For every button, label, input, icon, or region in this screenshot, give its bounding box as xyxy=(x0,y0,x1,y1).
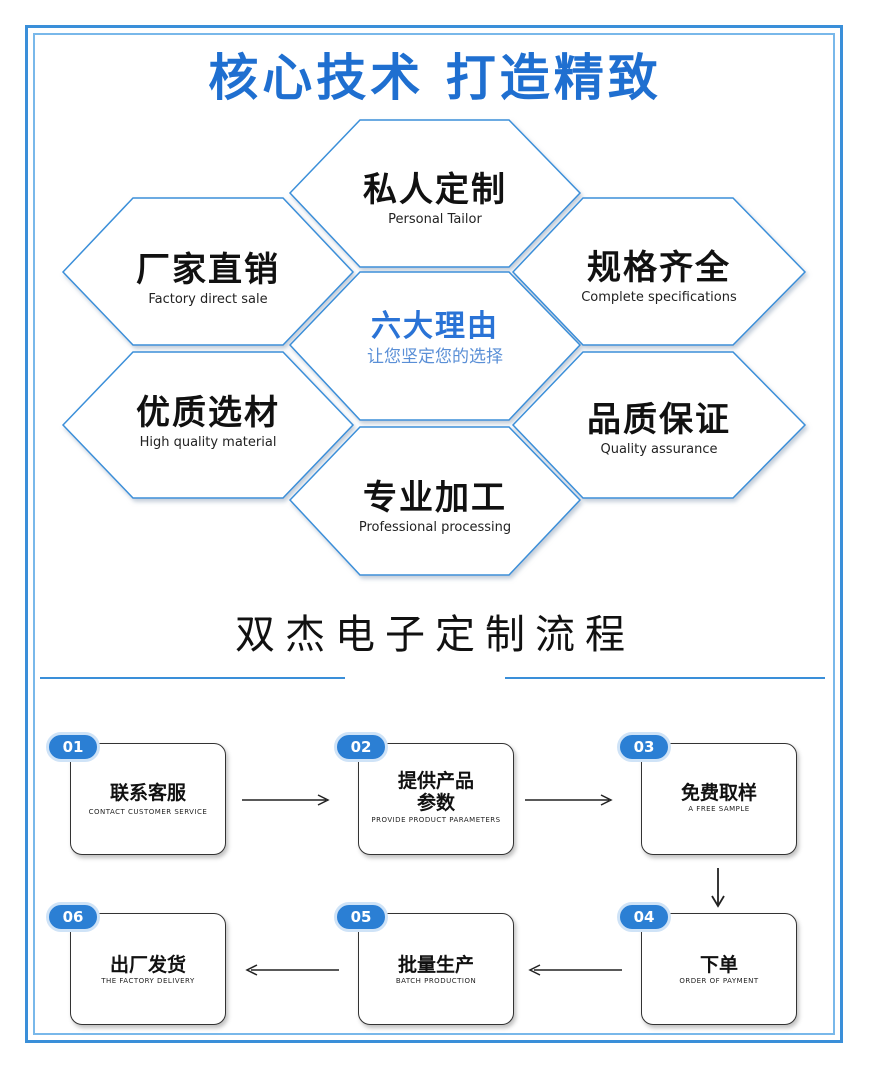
hex-top-title: 私人定制 xyxy=(363,170,507,210)
hex-bottom-text: 专业加工 Professional processing xyxy=(290,478,580,536)
page-title: 核心技术 打造精致 xyxy=(208,49,662,107)
inner-frame xyxy=(33,33,835,1035)
step-badge-05: 05 xyxy=(334,902,388,932)
outer-frame xyxy=(25,25,843,1043)
hex-center-subtitle: 让您坚定您的选择 xyxy=(367,347,503,367)
hex-upper-right-subtitle: Complete specifications xyxy=(581,290,737,305)
hex-lower-left-subtitle: High quality material xyxy=(139,435,277,450)
step-title: 免费取样 xyxy=(680,782,757,804)
arrow-right-icon xyxy=(525,794,613,806)
divider-right xyxy=(505,677,825,679)
step-card-01: 联系客服 CONTACT CUSTOMER SERVICE xyxy=(70,743,226,855)
process-title: 双杰电子定制流程 xyxy=(235,612,635,658)
hex-upper-left-text: 厂家直销 Factory direct sale xyxy=(63,250,353,308)
hex-top-text: 私人定制 Personal Tailor xyxy=(290,170,580,228)
hex-lower-left-title: 优质选材 xyxy=(136,393,280,433)
hex-upper-right-text: 规格齐全 Complete specifications xyxy=(513,248,805,306)
hex-lower-right-title: 品质保证 xyxy=(587,400,731,440)
hexagon-upper-left xyxy=(61,197,355,346)
step-card-06: 出厂发货 THE FACTORY DELIVERY xyxy=(70,913,226,1025)
step-badge-04: 04 xyxy=(617,902,671,932)
hex-top-subtitle: Personal Tailor xyxy=(388,212,482,227)
step-title: 批量生产 xyxy=(397,954,474,976)
hex-bottom-title: 专业加工 xyxy=(363,478,507,518)
step-subtitle: ORDER OF PAYMENT xyxy=(679,977,759,985)
step-subtitle: CONTACT CUSTOMER SERVICE xyxy=(88,808,208,816)
hexagon-bottom xyxy=(288,426,582,576)
hex-lower-left-text: 优质选材 High quality material xyxy=(63,393,353,451)
step-title: 出厂发货 xyxy=(109,954,186,976)
step-badge-02: 02 xyxy=(334,732,388,762)
arrow-left-icon xyxy=(528,964,622,976)
step-title: 下单 xyxy=(699,954,738,976)
step-card-05: 批量生产 BATCH PRODUCTION xyxy=(358,913,514,1025)
step-card-02: 提供产品 参数 PROVIDE PRODUCT PARAMETERS xyxy=(358,743,514,855)
hexagon-top xyxy=(288,119,582,268)
step-badge-03: 03 xyxy=(617,732,671,762)
hexagon-lower-left xyxy=(61,351,355,499)
divider-left xyxy=(40,677,345,679)
hex-bottom-subtitle: Professional processing xyxy=(358,520,512,535)
arrow-left-icon xyxy=(245,964,339,976)
hexagon-lower-right xyxy=(511,351,807,499)
step-title: 联系客服 xyxy=(109,782,186,804)
hex-upper-right-title: 规格齐全 xyxy=(587,248,731,288)
arrow-down-icon xyxy=(711,868,725,908)
hexagon-diagram xyxy=(61,119,807,576)
step-subtitle: PROVIDE PRODUCT PARAMETERS xyxy=(371,816,501,824)
step-subtitle: BATCH PRODUCTION xyxy=(395,977,477,985)
step-card-04: 下单 ORDER OF PAYMENT xyxy=(641,913,797,1025)
hexagon-upper-right xyxy=(511,197,807,346)
step-title: 提供产品 参数 xyxy=(397,770,474,814)
hex-lower-right-subtitle: Quality assurance xyxy=(600,442,718,457)
hex-upper-left-title: 厂家直销 xyxy=(136,250,280,290)
step-subtitle: THE FACTORY DELIVERY xyxy=(101,977,195,985)
step-subtitle: A FREE SAMPLE xyxy=(688,805,750,813)
hex-center-text: 六大理由 让您坚定您的选择 xyxy=(290,307,580,367)
step-badge-01: 01 xyxy=(46,732,100,762)
hex-lower-right-text: 品质保证 Quality assurance xyxy=(513,400,805,458)
step-badge-06: 06 xyxy=(46,902,100,932)
hexagon-center xyxy=(288,271,582,421)
hex-center-title: 六大理由 xyxy=(371,309,499,344)
step-card-03: 免费取样 A FREE SAMPLE xyxy=(641,743,797,855)
arrow-right-icon xyxy=(242,794,330,806)
hex-upper-left-subtitle: Factory direct sale xyxy=(148,292,268,307)
